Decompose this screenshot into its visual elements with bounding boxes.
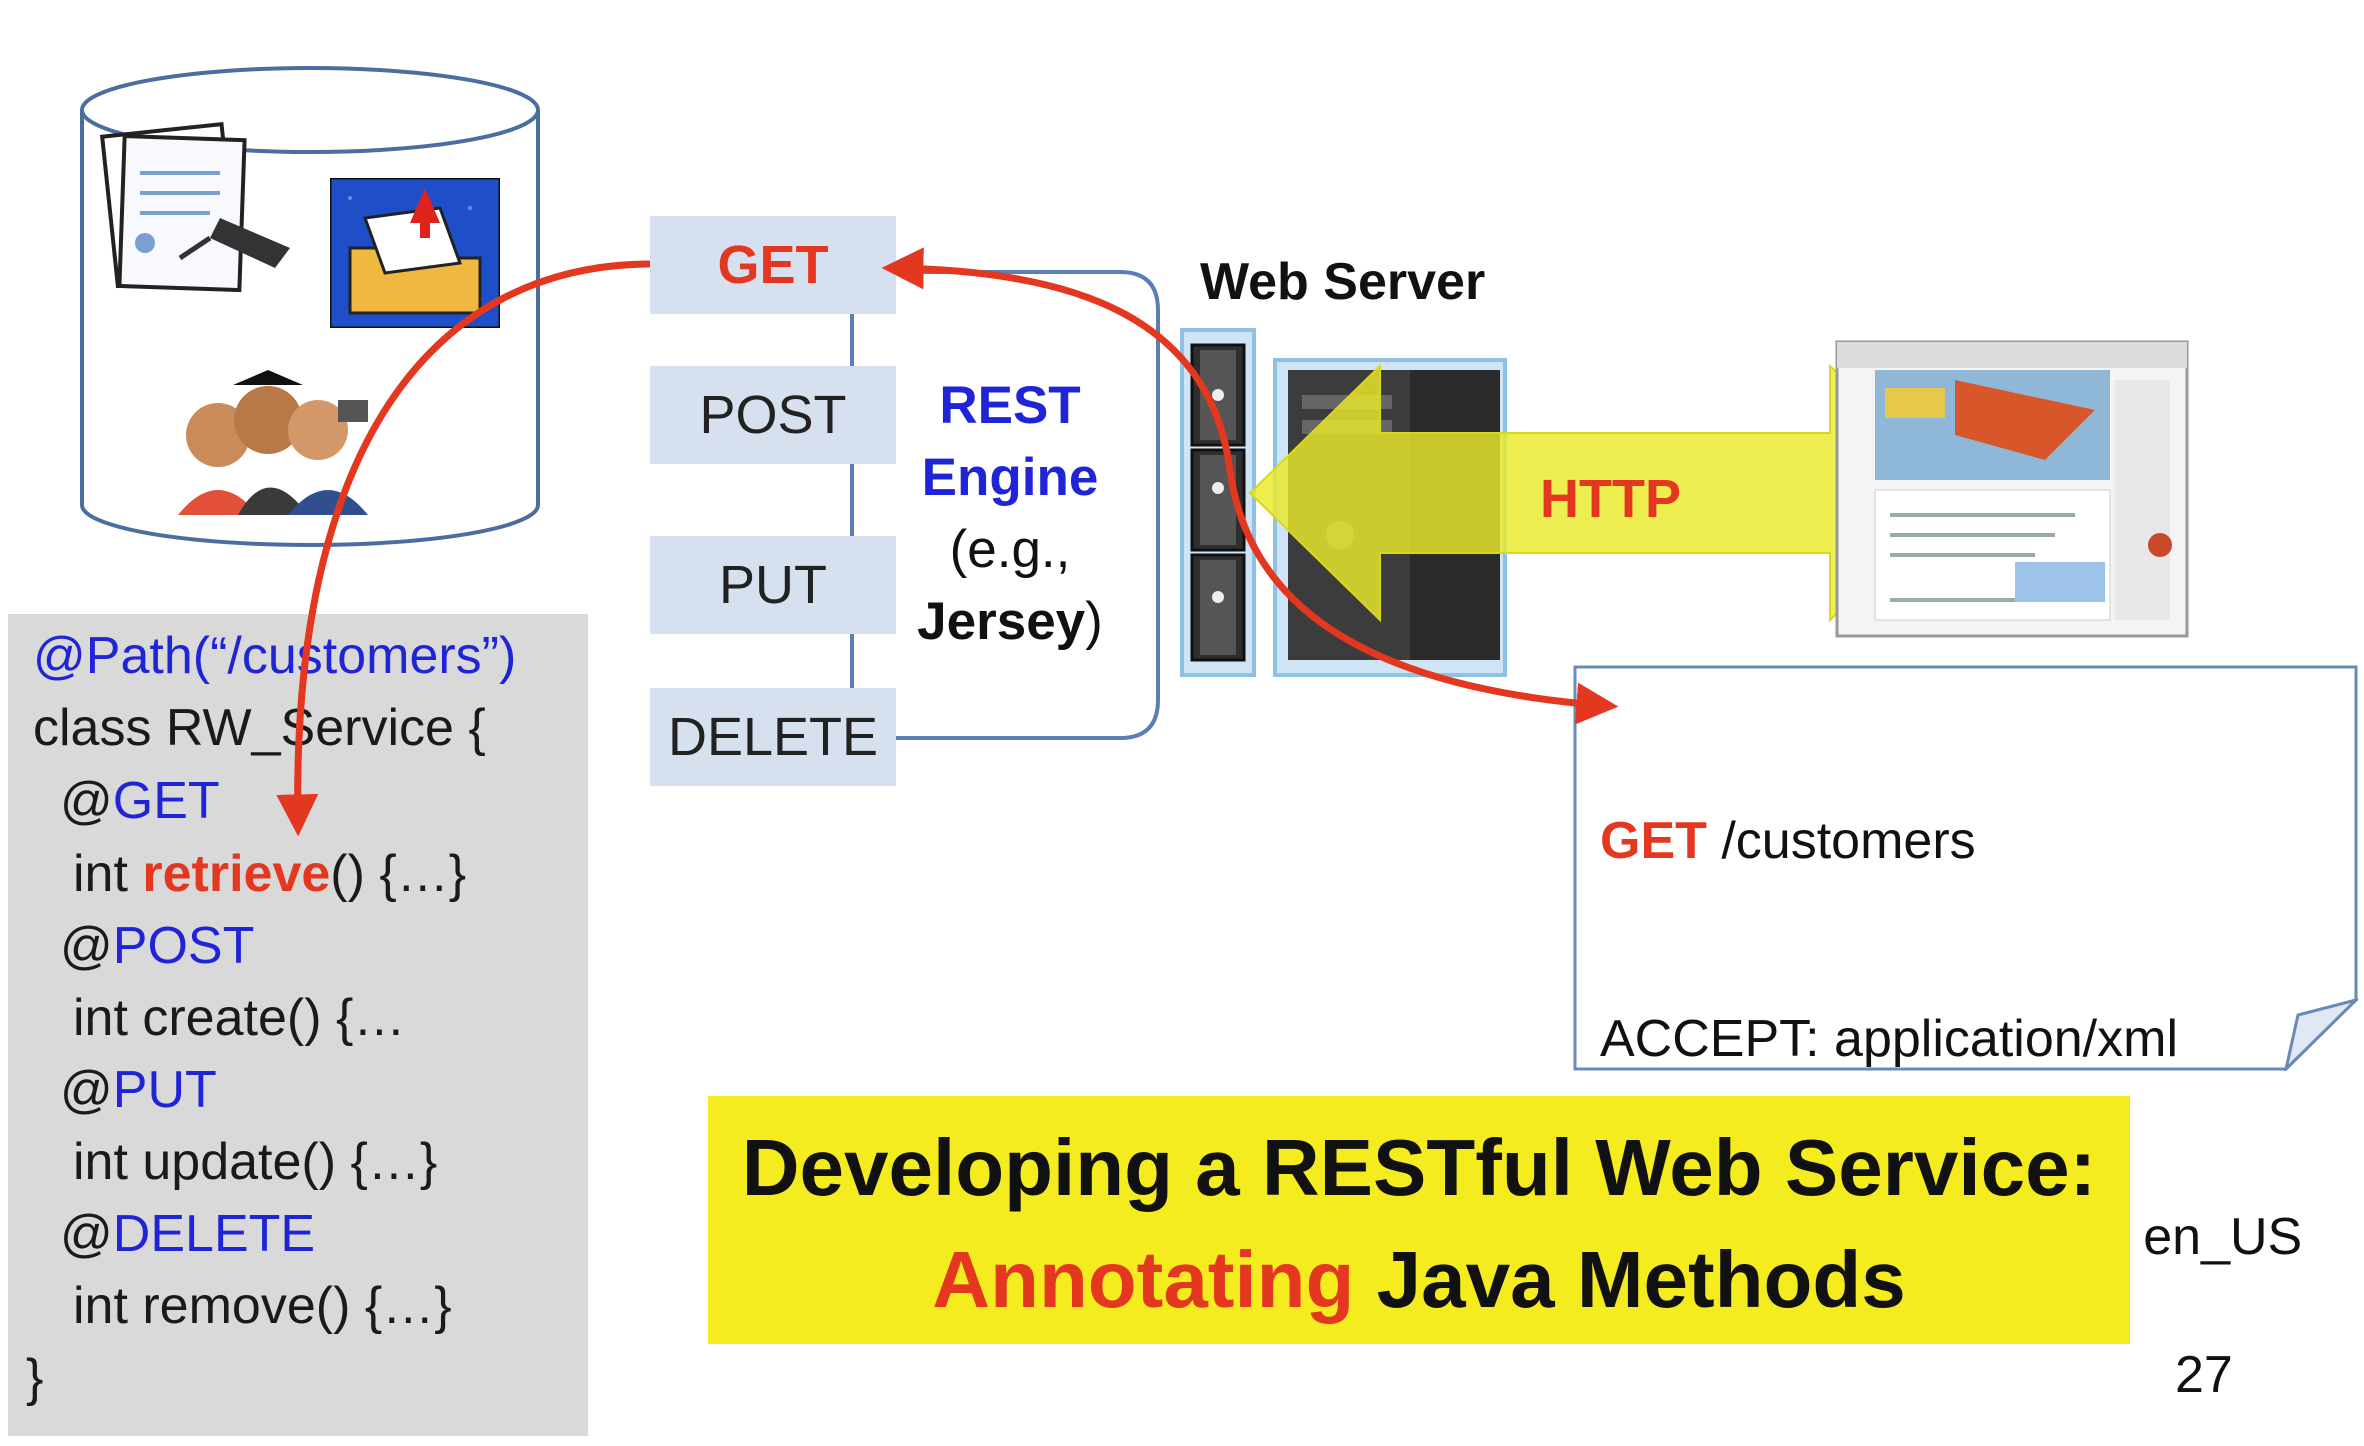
folder-upload-icon (330, 178, 500, 328)
page-number: 27 (2175, 1346, 2233, 1404)
method-delete-label: DELETE (667, 707, 879, 767)
title-line2: Annotating Java Methods (708, 1224, 2130, 1336)
code-m1-suffix: () {…} (330, 845, 467, 903)
method-post-label: POST (699, 385, 847, 445)
method-get-label: GET (717, 235, 829, 295)
request-accept: ACCEPT: application/xml (1600, 1010, 2178, 1068)
request-line: GET /customers (1600, 808, 2302, 874)
code-update-method: int update() {…} (73, 1133, 438, 1191)
method-get: GET (650, 216, 896, 314)
slide-title: Developing a RESTful Web Service: Annota… (708, 1096, 2130, 1344)
code-close-brace: } (26, 1349, 44, 1407)
code-get-annotation: @GET (60, 771, 220, 831)
document-signing-icon (100, 121, 290, 293)
method-put-label: PUT (719, 555, 827, 615)
code-m1-prefix: int (73, 845, 143, 903)
arrow-request-to-get (881, 247, 1619, 725)
method-post: POST (650, 366, 896, 464)
code-at-sign: @ (60, 772, 113, 830)
arrow-get-to-retrieve (276, 260, 651, 837)
code-delete-annotation: @DELETE (60, 1204, 315, 1264)
code-put-annotation: @PUT (60, 1060, 217, 1120)
code-delete: DELETE (112, 1205, 316, 1263)
code-at-sign: @ (60, 917, 113, 975)
people-photo (158, 365, 378, 515)
title-rest: Java Methods (1354, 1235, 1906, 1324)
code-get: GET (112, 772, 220, 830)
code-post: POST (112, 917, 255, 975)
code-class-decl: class RW_Service { (33, 699, 486, 757)
code-at-sign: @ (60, 1205, 113, 1263)
request-method: GET (1600, 812, 1707, 870)
code-put: PUT (112, 1061, 217, 1119)
java-code-panel: @Path(“/customers”) class RW_Service { @… (8, 614, 588, 1436)
method-delete: DELETE (650, 688, 896, 786)
code-at-sign: @ (60, 1061, 113, 1119)
title-highlight: Annotating (932, 1235, 1355, 1324)
method-put: PUT (650, 536, 896, 634)
request-path: /customers (1706, 812, 1976, 870)
code-retrieve-name: retrieve (142, 845, 331, 903)
code-create-method: int create() {… (73, 989, 406, 1047)
code-path-annotation: @Path(“/customers”) (33, 627, 517, 685)
code-remove-method: int remove() {…} (73, 1277, 452, 1335)
request-note (1573, 665, 2358, 1071)
code-retrieve-method: int retrieve() {…} (73, 844, 466, 904)
title-line1: Developing a RESTful Web Service: (741, 1123, 2097, 1212)
code-post-annotation: @POST (60, 916, 254, 976)
browser-screenshot (1835, 340, 2189, 638)
